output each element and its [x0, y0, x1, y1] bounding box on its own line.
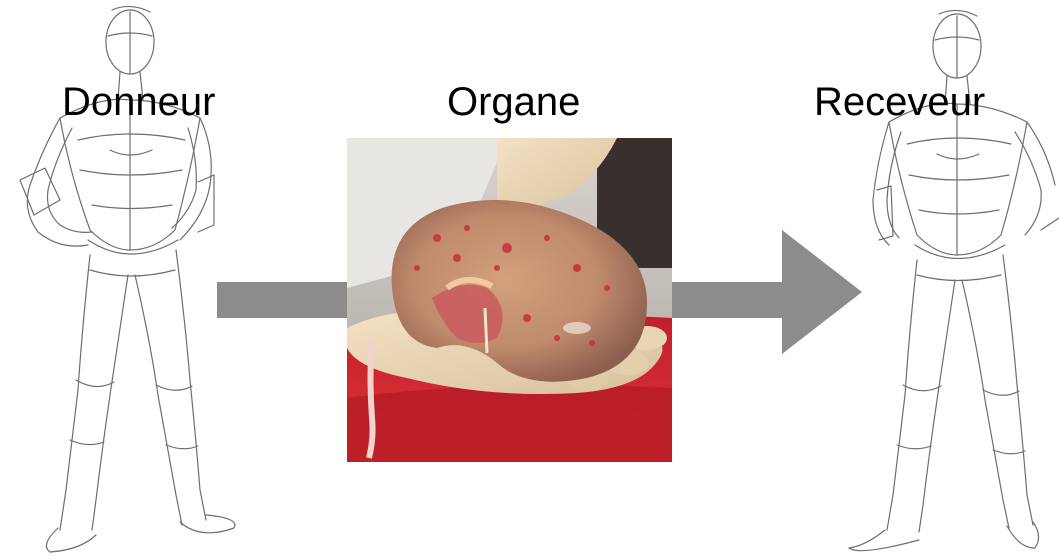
organ-label: Organe — [447, 82, 580, 122]
kidney-photo — [347, 138, 672, 462]
organ-to-recipient-arrow-icon — [672, 230, 862, 359]
donor-label: Donneur — [62, 82, 215, 122]
donor-to-organ-arrow-icon — [217, 282, 352, 323]
recipient-label: Receveur — [814, 82, 985, 122]
